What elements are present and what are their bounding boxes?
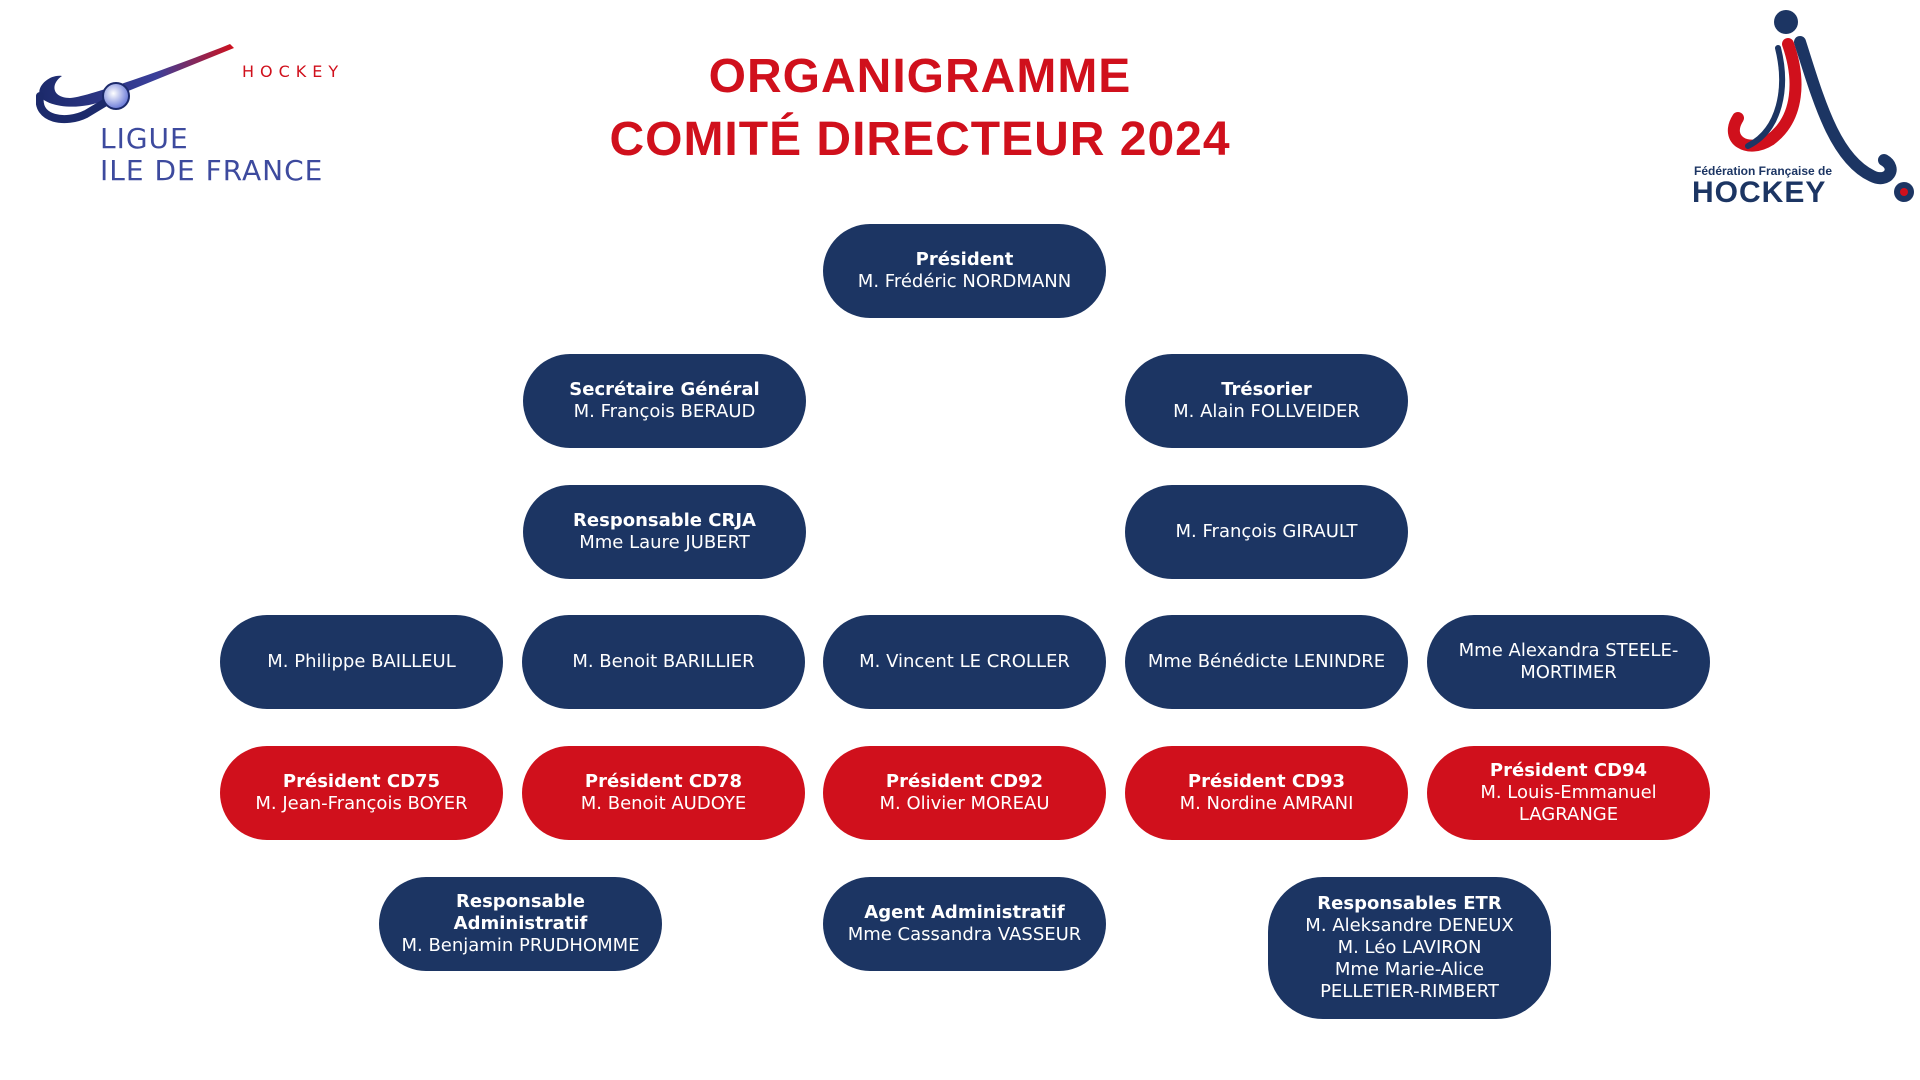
box-role: Président CD94 <box>1489 760 1648 781</box>
box-name: M. Olivier MOREAU <box>879 793 1050 814</box>
box-role: Président CD92 <box>885 771 1044 792</box>
box-name: M. Benjamin PRUDHOMME <box>401 935 640 956</box>
steele-mortimer-box: Mme Alexandra STEELE- MORTIMER <box>1427 615 1710 709</box>
box-role: Président <box>915 249 1014 270</box>
girault-box: M. François GIRAULT <box>1125 485 1408 579</box>
box-name-line1: M. Louis-Emmanuel <box>1480 782 1657 803</box>
box-name: M. Vincent LE CROLLER <box>859 651 1070 672</box>
tresorier-box: Trésorier M. Alain FOLLVEIDER <box>1125 354 1408 448</box>
president-cd78-box: Président CD78 M. Benoit AUDOYE <box>522 746 805 840</box>
page-subtitle: COMITÉ DIRECTEUR 2024 <box>609 113 1231 166</box>
box-role: Responsables ETR <box>1317 893 1502 914</box>
box-name: M. Aleksandre DENEUX <box>1305 915 1514 936</box>
box-name: PELLETIER-RIMBERT <box>1320 981 1499 1002</box>
box-role: Secrétaire Général <box>569 379 760 400</box>
box-name: Mme Cassandra VASSEUR <box>847 924 1082 945</box>
box-name: Mme Bénédicte LENINDRE <box>1147 651 1386 672</box>
box-name-line1: Mme Alexandra STEELE- <box>1458 640 1679 661</box>
bailleul-box: M. Philippe BAILLEUL <box>220 615 503 709</box>
box-name-line2: LAGRANGE <box>1518 804 1619 825</box>
box-name: M. Léo LAVIRON <box>1337 937 1482 958</box>
president-cd92-box: Président CD92 M. Olivier MOREAU <box>823 746 1106 840</box>
box-name: M. Philippe BAILLEUL <box>267 651 456 672</box>
box-role: Responsable CRJA <box>573 510 756 531</box>
logo-region-text: ILE DE FRANCE <box>100 154 324 187</box>
ffh-hockey-text: HOCKEY <box>1692 176 1827 209</box>
box-role: Responsable Administratif <box>453 891 588 934</box>
agent-administratif-box: Agent Administratif Mme Cassandra VASSEU… <box>823 877 1106 971</box>
ffh-federation-text: Fédération Française de <box>1694 164 1833 178</box>
hockey-stick-icon <box>35 44 234 124</box>
president-cd93-box: Président CD93 M. Nordine AMRANI <box>1125 746 1408 840</box>
ligue-ile-de-france-logo: HOCKEY LIGUE ILE DE FRANCE <box>35 42 376 192</box>
responsable-crja-box: Responsable CRJA Mme Laure JUBERT <box>523 485 806 579</box>
box-name: M. Alain FOLLVEIDER <box>1173 401 1360 422</box>
box-role: Trésorier <box>1221 379 1312 400</box>
box-name: M. François GIRAULT <box>1175 521 1358 542</box>
president-cd94-box: Président CD94 M. Louis-Emmanuel LAGRANG… <box>1427 746 1710 840</box>
box-name: M. François BERAUD <box>573 401 756 422</box>
box-name: Mme Laure JUBERT <box>579 532 750 553</box>
box-name: Mme Marie-Alice <box>1334 959 1485 980</box>
secretaire-general-box: Secrétaire Général M. François BERAUD <box>523 354 806 448</box>
box-name: M. Nordine AMRANI <box>1179 793 1354 814</box>
president-box: Président M. Frédéric NORDMANN <box>823 224 1106 318</box>
president-cd75-box: Président CD75 M. Jean-François BOYER <box>220 746 503 840</box>
responsables-etr-box: Responsables ETR M. Aleksandre DENEUX M.… <box>1268 877 1551 1019</box>
box-role: Président CD75 <box>282 771 441 792</box>
box-name: M. Benoit AUDOYE <box>580 793 747 814</box>
box-name: M. Benoit BARILLIER <box>572 651 755 672</box>
responsable-administratif-box: Responsable Administratif M. Benjamin PR… <box>379 877 662 971</box>
box-name-line2: MORTIMER <box>1520 662 1617 683</box>
logo-hockey-text: HOCKEY <box>242 62 345 81</box>
logo-ligue-text: LIGUE <box>100 122 189 155</box>
lenindre-box: Mme Bénédicte LENINDRE <box>1125 615 1408 709</box>
box-role: Agent Administratif <box>864 902 1065 923</box>
box-role: Président CD78 <box>584 771 743 792</box>
barillier-box: M. Benoit BARILLIER <box>522 615 805 709</box>
federation-francaise-hockey-logo: Fédération Française de HOCKEY <box>1688 8 1918 209</box>
box-role: Président CD93 <box>1187 771 1346 792</box>
ffh-emblem-icon <box>1727 10 1914 202</box>
le-croller-box: M. Vincent LE CROLLER <box>823 615 1106 709</box>
box-name: M. Frédéric NORDMANN <box>857 271 1072 292</box>
box-name: M. Jean-François BOYER <box>255 793 468 814</box>
page-title: ORGANIGRAMME <box>708 50 1132 103</box>
